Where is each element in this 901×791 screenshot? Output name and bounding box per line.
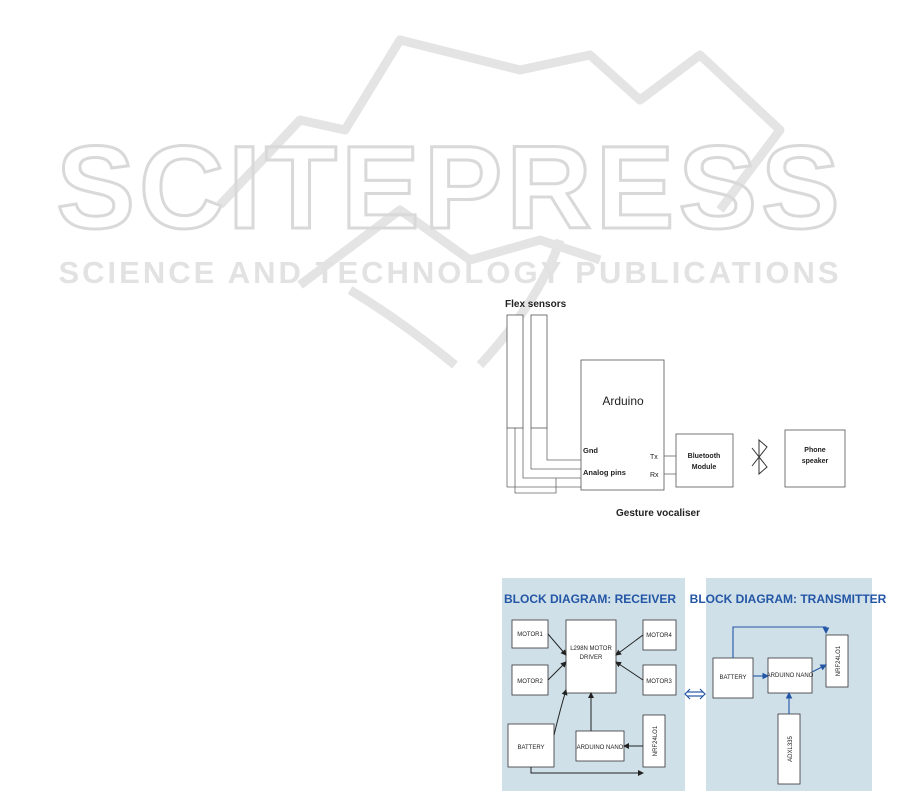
receiver-panel: BLOCK DIAGRAM: RECEIVER MOTOR1 MOTOR2 MO… bbox=[502, 578, 685, 791]
bluetooth-module-label-2: Module bbox=[692, 464, 717, 471]
transmitter-arrows bbox=[732, 626, 830, 714]
sensor-wires bbox=[506, 428, 581, 494]
analog-pins-label: Analog pins bbox=[583, 468, 626, 477]
transmitter-title: BLOCK DIAGRAM: TRANSMITTER bbox=[690, 592, 887, 606]
watermark-subtitle: SCIENCE AND TECHNOLOGY PUBLICATIONS bbox=[58, 255, 841, 290]
watermark-title: SCITEPRESS bbox=[56, 122, 844, 254]
transmitter-battery-box bbox=[712, 657, 754, 699]
receiver-battery-box bbox=[507, 723, 555, 768]
watermark-logo bbox=[216, 35, 785, 369]
motor2-box bbox=[511, 664, 549, 696]
transmitter-nrf-box bbox=[825, 634, 849, 688]
bluetooth-icon bbox=[751, 438, 768, 476]
transmitter-panel: BLOCK DIAGRAM: TRANSMITTER BATTERY ARDUI… bbox=[690, 578, 887, 791]
gnd-label: Gnd bbox=[583, 446, 598, 455]
motor3-box bbox=[642, 664, 677, 696]
motor4-label: MOTOR4 bbox=[646, 633, 672, 639]
flex-sensors-label: Flex sensors bbox=[505, 299, 567, 310]
phone-speaker-label-1: Phone bbox=[804, 447, 825, 454]
motor4-box bbox=[642, 619, 677, 651]
motor2-label: MOTOR2 bbox=[517, 679, 543, 685]
receiver-arrows bbox=[530, 633, 644, 776]
transmitter-arduino-nano-label: ARDUINO NANO bbox=[767, 673, 814, 679]
phone-speaker-box bbox=[784, 429, 846, 488]
receiver-title: BLOCK DIAGRAM: RECEIVER bbox=[504, 592, 676, 606]
receiver-nrf-label: NRF24LO1 bbox=[653, 725, 659, 756]
motor-driver-label-1: L298N MOTOR bbox=[570, 646, 612, 652]
transmitter-nrf-label: NRF24LO1 bbox=[836, 645, 842, 676]
adxl-label: ADXL335 bbox=[788, 735, 794, 761]
motor3-label: MOTOR3 bbox=[646, 679, 672, 685]
figure-caption: Gesture vocaliser bbox=[616, 508, 700, 519]
transmitter-arduino-nano-box bbox=[767, 657, 813, 694]
motor-driver-box bbox=[565, 619, 617, 694]
motor1-label: MOTOR1 bbox=[517, 632, 543, 638]
transmitter-battery-label: BATTERY bbox=[719, 675, 746, 681]
tx-label: Tx bbox=[650, 454, 658, 461]
receiver-battery-label: BATTERY bbox=[517, 745, 544, 751]
arduino-box bbox=[580, 359, 665, 491]
rx-label: Rx bbox=[650, 472, 659, 479]
motor1-box bbox=[511, 619, 549, 649]
bluetooth-module-label-1: Bluetooth bbox=[688, 453, 721, 460]
arduino-label: Arduino bbox=[602, 394, 644, 408]
wireless-link-arrow bbox=[684, 688, 706, 700]
flex-sensor-2 bbox=[530, 314, 548, 429]
receiver-nrf-box bbox=[642, 714, 666, 768]
motor-driver-label-2: DRIVER bbox=[580, 655, 603, 661]
serial-wires bbox=[664, 455, 676, 475]
phone-speaker-label-2: speaker bbox=[802, 458, 829, 465]
receiver-arduino-nano-label: ARDUINO NANO bbox=[577, 745, 624, 751]
bluetooth-module-box bbox=[675, 433, 734, 488]
